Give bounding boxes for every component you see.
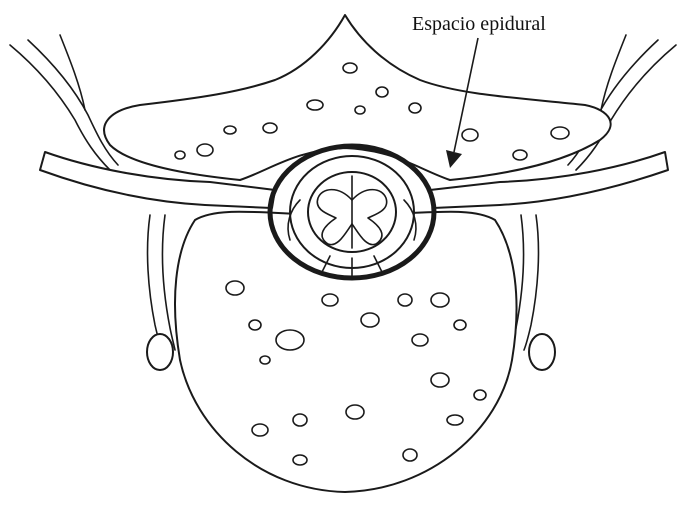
right-ganglion — [529, 334, 555, 370]
spinal-cord — [308, 172, 396, 252]
left-nerve-root — [147, 215, 175, 370]
right-nerve-root — [511, 215, 555, 370]
right-upper-nerve-branches — [568, 35, 676, 170]
left-ganglion — [147, 334, 173, 370]
epidural-space-label: Espacio epidural — [412, 13, 546, 35]
left-upper-nerve-branches — [10, 35, 118, 170]
